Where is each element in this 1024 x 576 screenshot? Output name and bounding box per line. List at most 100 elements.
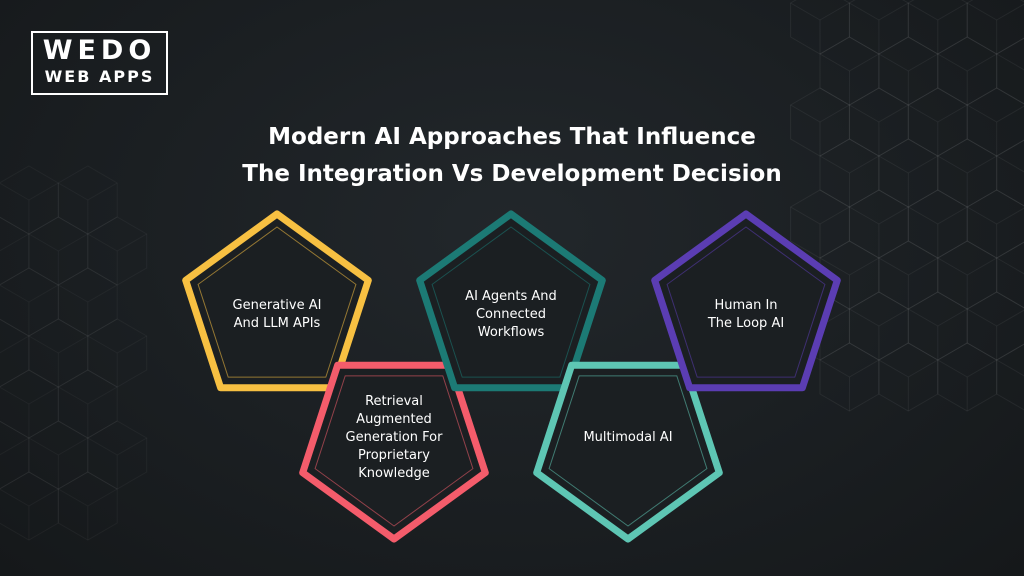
background-cube-edge: [819, 155, 850, 174]
background-cube-edge: [28, 335, 59, 354]
background-cube-edge: [58, 386, 89, 405]
background-cube-edge: [937, 359, 968, 378]
background-cube-edge: [116, 233, 147, 252]
background-hexagon: [0, 318, 30, 388]
title-line-2: The Integration Vs Development Decision: [242, 161, 782, 187]
background-hexagon: [937, 240, 998, 310]
background-hexagon: [878, 36, 939, 106]
background-cube-edge: [966, 104, 997, 123]
background-cube-edge: [87, 335, 118, 354]
background-cube-edge: [87, 488, 118, 507]
wedo-web-apps-logo: WEDO WEB APPS: [31, 31, 168, 95]
background-cube-edge: [908, 2, 939, 21]
background-hexagon: [28, 216, 89, 286]
background-hexagon: [878, 240, 939, 310]
background-cube-edge: [878, 104, 909, 123]
background-cube-edge: [996, 309, 1024, 327]
background-cube-edge: [908, 104, 939, 123]
background-cube-edge: [58, 437, 89, 456]
background-cube-edge: [878, 2, 909, 21]
background-cube-edge: [28, 182, 59, 201]
background-cube-edge: [819, 257, 850, 276]
pentagon-inner-border-rag: [314, 375, 474, 527]
background-cube-edge: [908, 257, 939, 276]
node-label-line: Multimodal AI: [583, 430, 673, 445]
background-hexagon: [87, 216, 148, 286]
background-cube-edge: [0, 182, 30, 201]
pentagon-human-loop: [651, 210, 841, 392]
background-hexagon: [87, 318, 148, 388]
background-hexagon: [907, 0, 968, 55]
background-hexagon: [87, 420, 148, 490]
background-hexagon: [937, 138, 998, 208]
background-cube-edge: [878, 155, 909, 174]
background-hexagon: [790, 87, 850, 157]
background-cube-edge: [0, 386, 30, 405]
background-cube-edge: [878, 206, 909, 225]
background-cube-edge: [966, 2, 997, 21]
background-cube-edge: [908, 53, 939, 72]
background-cube-edge: [87, 386, 118, 405]
background-cube-edge: [849, 359, 880, 378]
background-cube-edge: [878, 257, 909, 276]
background-hexagon: [57, 471, 118, 541]
background-cube-edge: [0, 284, 30, 303]
background-hexagon: [57, 369, 118, 439]
node-label-line: Connected: [475, 307, 546, 322]
background-hexagon: [790, 0, 850, 55]
background-hexagon: [996, 241, 1024, 309]
background-cube-edge: [87, 233, 118, 252]
background-cube-edge: [937, 104, 968, 123]
pentagon-generative-ai: [182, 210, 372, 392]
background-hexagon: [819, 36, 880, 106]
node-label-line: Retrieval: [365, 394, 423, 409]
background-cube-edge: [819, 359, 850, 378]
background-hexagon: [907, 87, 968, 157]
background-cube-edge: [28, 233, 59, 252]
title-line-1: Modern AI Approaches That Influence: [268, 124, 756, 150]
background-hexagon: [848, 87, 909, 157]
background-hexagon: [907, 189, 968, 259]
background-cube-edge: [819, 104, 850, 123]
background-cube-edge: [849, 257, 880, 276]
pentagon-rag: [299, 361, 489, 543]
background-cube-edge: [908, 206, 939, 225]
background-cube-edge: [849, 308, 880, 327]
background-hexagon: [0, 216, 30, 286]
pentagon-inner-border-human-loop: [666, 226, 826, 378]
background-hexagon: [878, 138, 939, 208]
node-label-line: The Loop AI: [707, 316, 785, 331]
background-cube-edge: [0, 233, 30, 252]
background-cube-edge: [996, 155, 1024, 173]
background-cube-edge: [966, 53, 997, 72]
background-cube-edge: [28, 284, 59, 303]
background-cube-edge: [937, 257, 968, 276]
background-cube-edge: [937, 308, 968, 327]
background-cube-edge: [966, 155, 997, 174]
background-cube-edge: [116, 335, 147, 354]
node-label-line: Generative AI: [232, 298, 322, 313]
background-cube-edge: [908, 308, 939, 327]
background-cube-edge: [58, 233, 89, 252]
pentagon-inner-border-multimodal: [548, 375, 708, 527]
page-title: Modern AI Approaches That Influence The …: [0, 119, 1024, 193]
background-hexagon: [0, 369, 59, 439]
background-cube-edge: [966, 206, 997, 225]
background-cube-edge: [58, 182, 89, 201]
background-cube-edge: [819, 206, 850, 225]
background-cube-edge: [966, 359, 997, 378]
background-cube-edge: [996, 3, 1024, 21]
background-cube-edge: [996, 105, 1024, 123]
background-hexagon: [28, 318, 89, 388]
node-label-line: AI Agents And: [465, 289, 557, 304]
background-cube-edge: [28, 437, 59, 456]
background-hexagon: [848, 291, 909, 361]
background-cube-edge: [996, 257, 1024, 275]
background-cube-edge: [116, 437, 147, 456]
background-hexagon: [790, 189, 850, 259]
background-cube-edge: [819, 2, 850, 21]
